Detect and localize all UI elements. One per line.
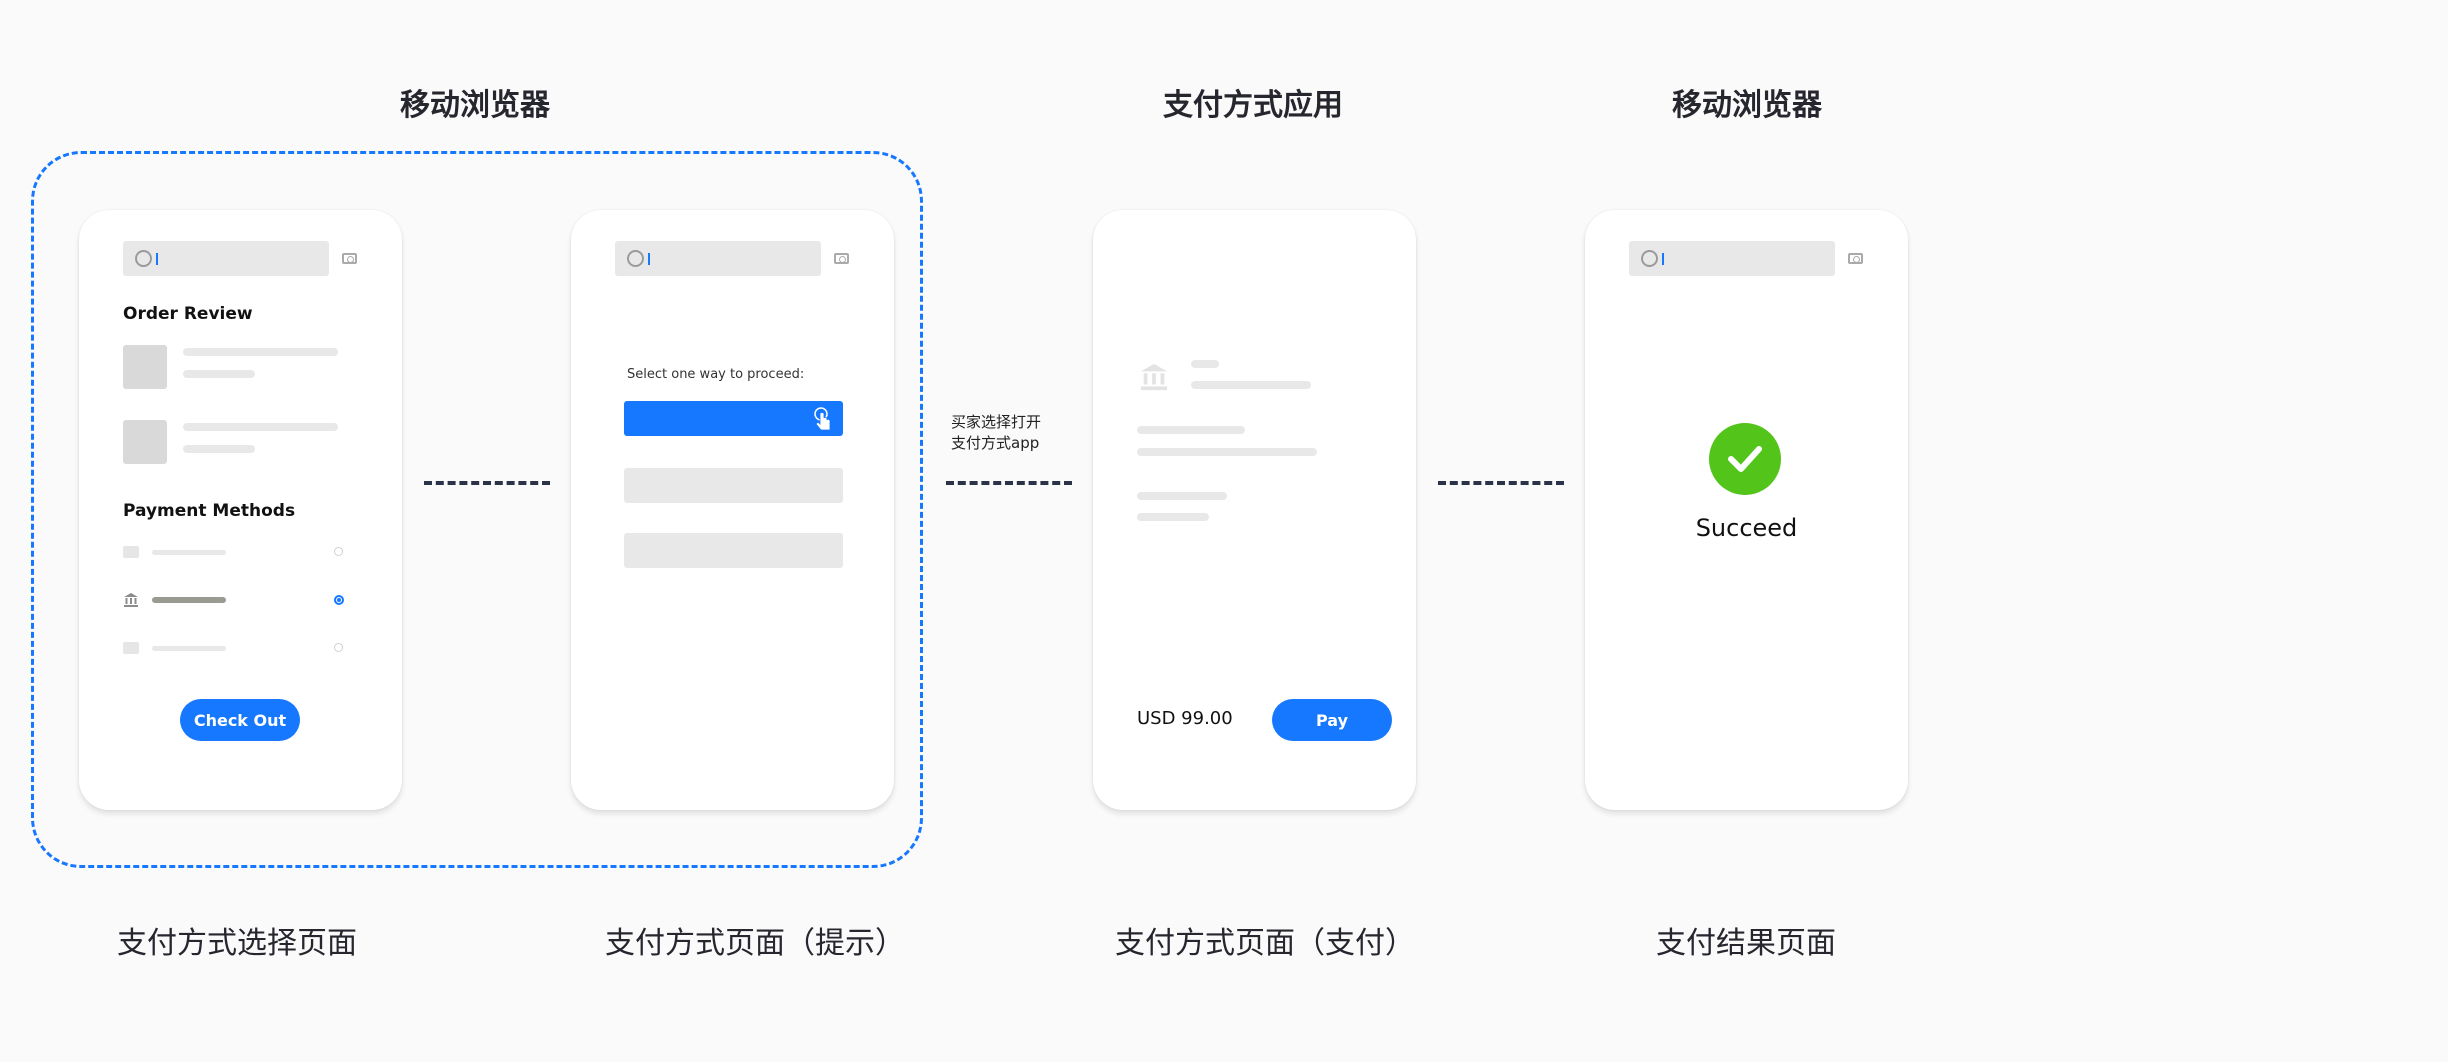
product-thumbnail	[123, 420, 167, 464]
product-line	[183, 423, 338, 431]
proceed-prompt: Select one way to proceed:	[627, 367, 805, 382]
payment-methods-heading: Payment Methods	[123, 501, 296, 521]
caption-method-pay: 支付方式页面（支付）	[1115, 926, 1415, 961]
globe-icon	[627, 250, 644, 267]
pay-button[interactable]: Pay	[1272, 699, 1392, 741]
flow-connector	[1438, 481, 1564, 485]
globe-icon	[135, 250, 152, 267]
card-icon	[123, 642, 139, 654]
product-line	[183, 370, 255, 378]
checkout-button[interactable]: Check Out	[180, 699, 300, 741]
order-review-heading: Order Review	[123, 304, 253, 324]
payment-method-option[interactable]	[123, 542, 358, 562]
phone-screen-method-selection: Order Review Payment Methods Check Out	[79, 210, 402, 810]
method-line	[152, 550, 226, 555]
text-cursor	[648, 253, 650, 265]
address-bar[interactable]	[1629, 241, 1835, 276]
merchant-line	[1191, 360, 1219, 368]
bank-icon	[1140, 363, 1168, 391]
detail-line	[1137, 448, 1317, 456]
connector-note-line1: 买家选择打开	[951, 413, 1042, 431]
radio-selected[interactable]	[334, 595, 344, 605]
merchant-line	[1191, 381, 1311, 389]
method-line	[152, 646, 226, 651]
camera-icon[interactable]	[342, 253, 357, 264]
detail-line	[1137, 426, 1245, 434]
globe-icon	[1641, 250, 1658, 267]
camera-icon[interactable]	[834, 253, 849, 264]
caption-method-selection: 支付方式选择页面	[117, 926, 357, 961]
success-badge	[1709, 423, 1781, 495]
alternative-option[interactable]	[624, 533, 843, 568]
group-title-browser-1: 移动浏览器	[400, 88, 550, 123]
group-title-payment-app: 支付方式应用	[1163, 88, 1343, 123]
caption-result: 支付结果页面	[1656, 926, 1836, 961]
product-line	[183, 348, 338, 356]
check-icon	[1728, 446, 1762, 472]
open-app-option[interactable]	[624, 401, 843, 436]
alternative-option[interactable]	[624, 468, 843, 503]
caption-method-prompt: 支付方式页面（提示）	[605, 926, 905, 961]
text-cursor	[1662, 253, 1664, 265]
method-line	[152, 597, 226, 603]
result-text: Succeed	[1695, 514, 1798, 542]
tap-hand-icon	[814, 407, 831, 431]
product-thumbnail	[123, 345, 167, 389]
connector-note-line2: 支付方式app	[951, 434, 1040, 452]
camera-icon[interactable]	[1848, 253, 1863, 264]
phone-screen-method-prompt: Select one way to proceed:	[571, 210, 894, 810]
browser-group-box	[31, 151, 923, 868]
text-cursor	[156, 253, 158, 265]
payment-amount: USD 99.00	[1137, 708, 1233, 729]
radio-unselected[interactable]	[334, 547, 343, 556]
phone-screen-payment-app: USD 99.00 Pay	[1093, 210, 1416, 810]
payment-method-option[interactable]	[123, 638, 358, 658]
detail-line	[1137, 513, 1209, 521]
radio-unselected[interactable]	[334, 643, 343, 652]
address-bar[interactable]	[123, 241, 329, 276]
detail-line	[1137, 492, 1227, 500]
phone-screen-result: Succeed	[1585, 210, 1908, 810]
card-icon	[123, 546, 139, 558]
flow-connector	[946, 481, 1072, 485]
payment-method-option-selected[interactable]	[123, 590, 358, 610]
address-bar[interactable]	[615, 241, 821, 276]
flow-connector	[424, 481, 550, 485]
product-line	[183, 445, 255, 453]
connector-note: 买家选择打开 支付方式app	[951, 412, 1041, 454]
group-title-browser-2: 移动浏览器	[1672, 88, 1822, 123]
bank-icon	[124, 593, 138, 607]
